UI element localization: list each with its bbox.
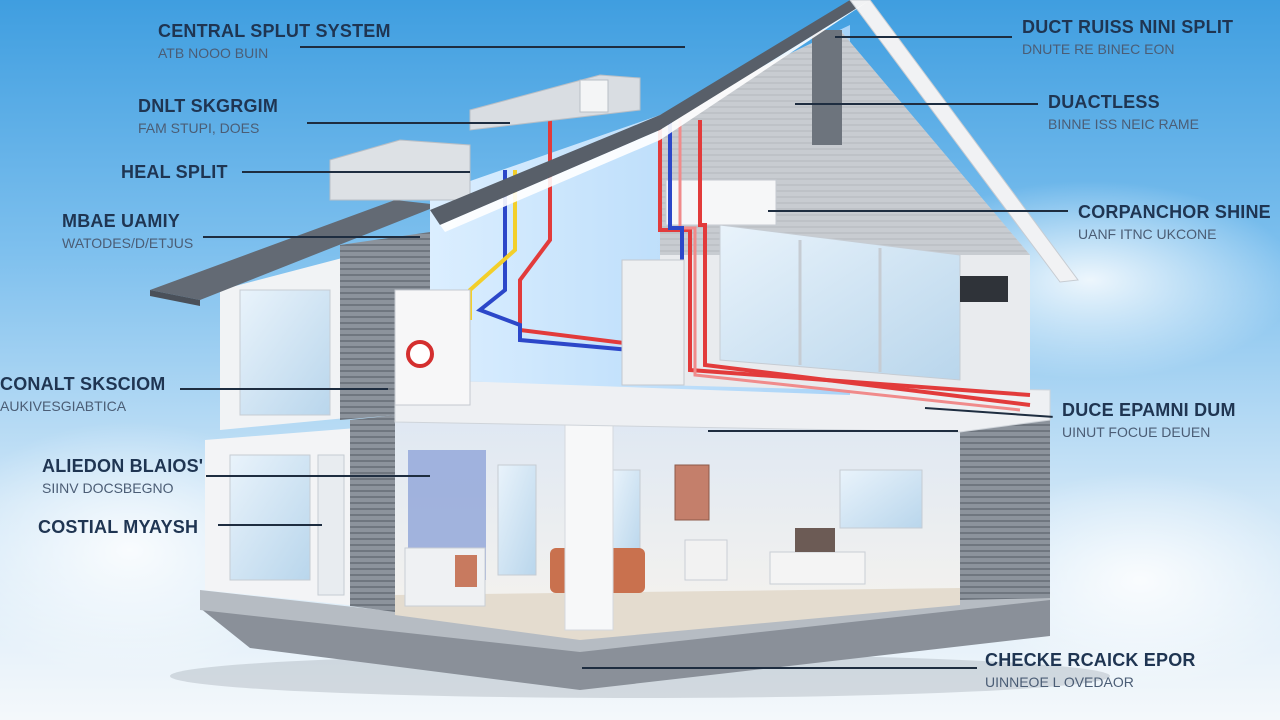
label-title: HEAL SPLIT [121,162,228,182]
leader-line [218,524,322,526]
rooftop-unit [329,139,471,201]
left-upper-window [239,289,331,416]
refrigerant-line-red [518,100,641,347]
cabinet-panel [455,555,477,587]
leader-line [242,171,470,173]
label-title: COSTIAL MYAYSH [38,517,199,537]
floor-heater [684,539,728,581]
label-title: DNLT SKGRGIM [138,96,279,116]
back-window [839,469,923,529]
leader-line [835,36,1012,38]
tv [795,528,835,552]
label-title: CHECKE RCAICK EPOR [985,650,1196,670]
leader-line [180,388,388,390]
leader-line [300,46,685,48]
leader-line [708,430,958,432]
label-duct-system: DNLT SKGRGIM FAM STUPI, DOES [138,96,279,136]
leader-line [768,210,1068,212]
label-check-air-filter: CHECKE RCAICK EPOR UINNEOE L OVEDAOR [985,650,1196,690]
label-title: CENTRAL SPLUT SYSTEM [158,21,391,41]
label-coastal-system: COSTIAL MYAYSH [38,517,199,538]
interior-floor [395,588,960,640]
label-mini-split: HEAL SPLIT [121,162,228,183]
chimney-box [579,79,609,113]
main-roof [430,0,870,225]
leader-line [307,122,510,124]
foundation-top [200,580,1050,652]
leader-line [582,667,977,669]
label-subtitle: WATODES/D/ETJUS [62,234,194,251]
label-subtitle: DNUTE RE BINEC EON [1022,40,1175,57]
left-roof [150,200,440,300]
label-condenser-unit: CORPANCHOR SHINE UANF ITNC UKCONE [1078,202,1271,242]
interior-door [497,464,537,576]
outdoor-condenser [960,276,1008,302]
refrigerant-line-red-3 [698,120,1031,407]
label-subtitle: UINNEOE L OVEDAOR [985,673,1134,690]
label-air-handler: ALIEDON BLAIOS' SIINV DOCSBEGNO [42,456,204,496]
right-siding-lower [960,420,1050,600]
interior-window [611,469,641,561]
label-title: ALIEDON BLAIOS' [42,456,204,476]
leader-line [206,475,430,477]
support-column [564,389,614,631]
label-subtitle: UANF ITNC UKCONE [1078,225,1217,242]
roof-fascia [440,0,870,232]
left-door [317,454,345,596]
label-title: MBAE UAMIY [62,211,180,231]
label-subtitle: BINNE ISS NEIC RAME [1048,115,1199,132]
refrigerant-line-blue [476,170,631,352]
label-subtitle: UINUT FOCUE DEUEN [1062,423,1211,440]
label-subtitle: SIINV DOCSBEGNO [42,479,174,496]
label-title: CONALT SKSCIOM [0,374,166,394]
label-central-split-system: CENTRAL SPLUT SYSTEM ATB NOOO BUIN [158,21,391,61]
label-compact-system: CONALT SKSCIOM AUKIVESGIABTICA [0,374,166,414]
left-roof-edge [150,290,200,306]
gable-vent [812,30,842,145]
tv-console [769,551,866,585]
label-title: CORPANCHOR SHINE [1078,202,1271,222]
foundation-slab [200,598,1050,690]
label-title: DUCE EPAMNI DUM [1062,400,1236,420]
leader-line [795,103,1038,105]
label-title: DUCT RUISS NINI SPLIT [1022,17,1234,37]
label-ductless: DUACTLESS BINNE ISS NEIC RAME [1048,92,1199,132]
left-window [229,454,311,581]
label-duct-drain: DUCE EPAMNI DUM UINUT FOCUE DEUEN [1062,400,1236,440]
label-subtitle: FAM STUPI, DOES [138,119,260,136]
label-mbae-unit: MBAE UAMIY WATODES/D/ETJUS [62,211,194,251]
wall-picture [674,464,710,521]
label-title: DUACTLESS [1048,92,1160,112]
label-subtitle: ATB NOOO BUIN [158,44,269,61]
wall-heat-pump-unit [394,289,471,406]
leader-line [203,236,420,238]
upper-window [719,224,961,381]
wall-mounted-indoor-unit [665,179,777,226]
label-subtitle: AUKIVESGIABTICA [0,397,127,414]
refrigerant-line-pink [678,120,1021,412]
left-siding [350,415,395,612]
air-handler-unit [621,259,685,386]
label-ductless-mini-split: DUCT RUISS NINI SPLIT DNUTE RE BINEC EON [1022,17,1234,57]
red-circle-logo-icon [406,340,434,368]
